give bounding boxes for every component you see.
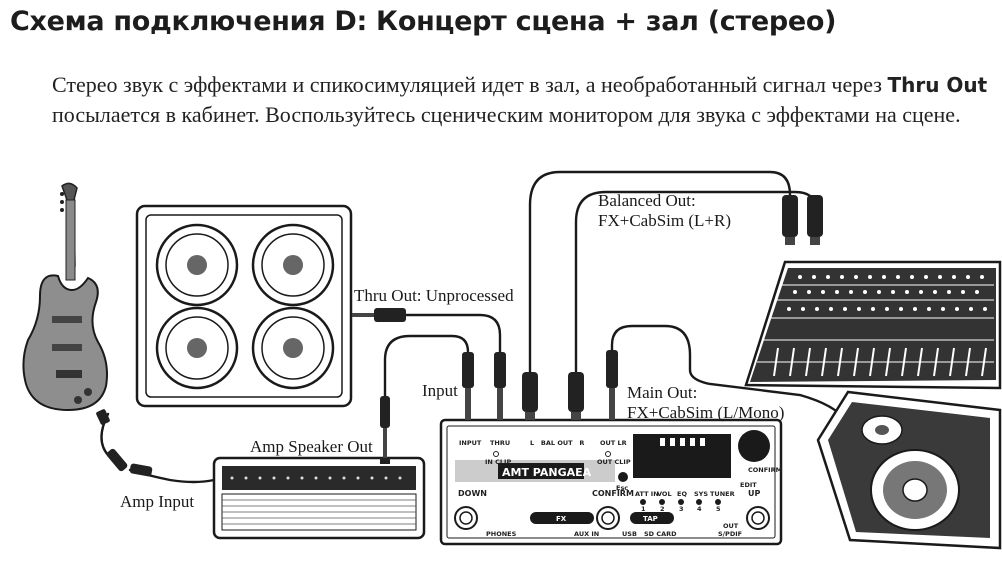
cables [100,170,847,484]
amp-speaker-jack-plug [380,396,390,458]
bal-right-xlr-plug [568,372,584,412]
esc-label: Esc [616,484,628,492]
up-label: UP [748,489,760,498]
stage-monitor [816,390,1002,550]
cabinet-speaker-icon [155,223,239,307]
cabinet-speaker-icon [251,306,335,390]
amp-head [212,456,426,540]
param-num-2: 3 [679,505,684,513]
fx-label: FX [556,515,567,523]
param-num-3: 4 [697,505,702,513]
cabinet-speaker-icon [155,306,239,390]
fx-button[interactable] [530,512,594,524]
param-button[interactable] [659,499,665,505]
brand-label: AMT PANGAEA [502,466,592,479]
cable-thru-out [403,313,502,354]
amp-speaker-out-label: Amp Speaker Out [250,437,373,456]
out-spdif-label-2: S/PDIF [718,530,742,538]
intro-line1: Стерео звук с эффектами и спикосимуляцие… [52,72,882,97]
jack-input-label: INPUT [459,439,482,447]
amt-pangaea-device: CONFIRM EDIT AMT PANGAEA Esc INPUT THRU … [439,418,783,546]
main-out-jack-plug [606,350,618,388]
param-label-2: EQ [677,490,687,498]
guitar-icon [22,182,108,412]
cabinet-jack-plug [352,308,406,322]
main-out-label: Main Out: [627,383,697,402]
param-num-1: 2 [660,505,665,513]
phones-label: PHONES [486,530,517,538]
speaker-cabinet [135,204,353,408]
param-num-4: 5 [716,505,721,513]
mixer-xlr-plug [782,195,823,245]
down-label: DOWN [458,489,487,498]
param-button[interactable] [640,499,646,505]
aux-in-label: AUX IN [574,530,599,538]
confirm-label: CONFIRM [592,489,634,498]
in-clip-label: IN CLIP [485,458,511,466]
param-button[interactable] [715,499,721,505]
out-spdif-label-1: OUT [723,522,739,530]
param-label-3: SYS [694,490,708,498]
mixer-console [744,260,1002,390]
tap-label: TAP [643,515,658,523]
param-num-0: 1 [641,505,646,513]
intro-rest: посылается в кабинет. Воспользуйтесь сце… [52,102,961,127]
cable-input [383,334,470,402]
input-label: Input [422,381,458,400]
input-jack-plug [462,352,474,388]
edit-label: EDIT [740,481,757,489]
amp-input-label: Amp Input [120,492,194,511]
out-clip-label: OUT CLIP [597,458,631,466]
encoder-knob[interactable] [738,430,770,462]
cable-bal-left [528,170,792,374]
tap-button[interactable] [630,512,674,524]
thru-jack-plug [494,352,506,388]
esc-button[interactable] [618,472,628,482]
param-button[interactable] [678,499,684,505]
page-title: Схема подключения D: Концерт сцена + зал… [10,6,837,37]
usb-label: USB [622,530,637,538]
out-clip-led [605,451,611,457]
intro-paragraph: Стерео звук с эффектами и спикосимуляцие… [52,70,997,129]
param-label-1: VOL [657,490,672,498]
thru-out-label: Thru Out: Unprocessed [354,286,514,305]
main-out-sub-label: FX+CabSim (L/Mono) [627,403,784,422]
balanced-out-sub-label: FX+CabSim (L+R) [598,211,731,230]
cabinet-speaker-icon [251,223,335,307]
monitor-tweeter-icon [861,415,903,445]
device-jack-plugs [462,350,618,420]
param-button[interactable] [696,499,702,505]
bal-left-xlr-plug [522,372,538,412]
param-label-4: TUNER [710,490,735,498]
balanced-out-label: Balanced Out: [598,191,696,210]
intro-bold: Thru Out [887,73,988,97]
bal-out-label: L BAL OUT R [530,439,584,447]
guitar-jack-plug [96,409,153,477]
sd-card-label: SD CARD [644,530,677,538]
confirm-small-label: CONFIRM [748,466,782,474]
param-label-0: ATT IN [635,490,659,498]
monitor-speaker-icon [870,449,960,531]
cable-main-out [610,324,847,422]
out-lr-label: OUT LR [600,439,627,447]
in-clip-led [493,451,499,457]
jack-thru-label: THRU [490,439,510,447]
